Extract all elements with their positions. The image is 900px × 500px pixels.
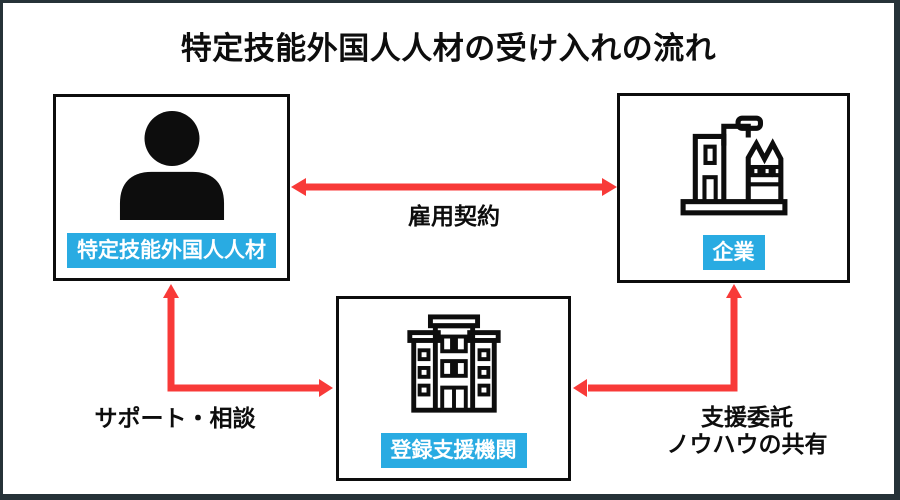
consignment-arrow-label-line2: ノウハウの共有 xyxy=(666,431,828,457)
consignment-arrow-label: 支援委託 ノウハウの共有 xyxy=(631,404,863,458)
employment-arrow xyxy=(291,178,617,196)
support-arrow-label: サポート・相談 xyxy=(94,405,256,431)
diagram-title: 特定技能外国人人材の受け入れの流れ xyxy=(180,31,717,66)
office-building-icon xyxy=(406,314,501,413)
company-icon-wrap xyxy=(620,96,847,235)
node-support-org: 登録支援機関 xyxy=(336,296,571,481)
consignment-arrow-label-line1: 支援委託 xyxy=(701,404,793,430)
node-worker-label: 特定技能外国人人材 xyxy=(67,233,276,268)
factory-icon xyxy=(680,115,787,215)
node-worker: 特定技能外国人人材 xyxy=(53,94,290,281)
person-icon xyxy=(119,111,224,220)
node-support-org-label: 登録支援機関 xyxy=(380,433,527,468)
employment-arrow-label: 雇用契約 xyxy=(408,203,500,229)
consignment-arrow xyxy=(573,284,742,397)
node-company-label: 企業 xyxy=(702,235,765,270)
node-company: 企業 xyxy=(617,93,850,283)
support-arrow xyxy=(163,284,333,397)
worker-icon-wrap xyxy=(56,97,287,233)
support-org-icon-wrap xyxy=(339,299,568,433)
